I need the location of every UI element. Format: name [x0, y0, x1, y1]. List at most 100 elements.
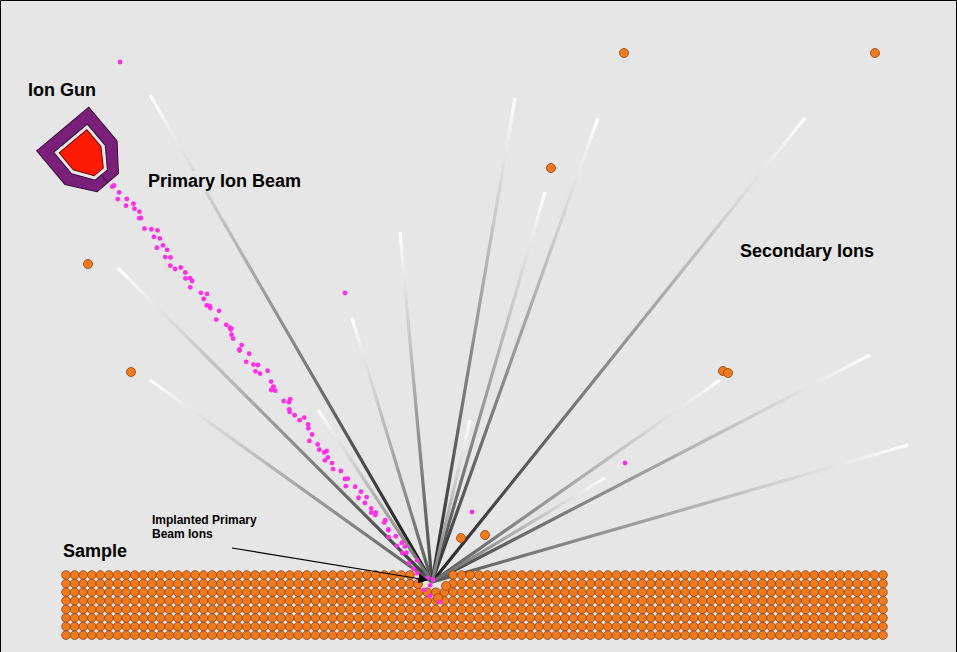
sample-atom: [801, 631, 810, 640]
sample-atom: [225, 614, 234, 623]
sample-atom: [156, 571, 165, 580]
sample-atom: [303, 631, 312, 640]
sample-atom: [122, 605, 131, 614]
sample-atom: [569, 614, 578, 623]
primary-ion: [208, 306, 213, 311]
sample-atom: [363, 622, 372, 631]
sample-atom: [285, 588, 294, 597]
sample-atom: [801, 597, 810, 606]
sample-atom: [260, 605, 269, 614]
primary-ion: [165, 247, 170, 252]
sample-atom: [217, 588, 226, 597]
sample-atom: [440, 622, 449, 631]
sample-atom: [767, 597, 776, 606]
sample-atom: [595, 605, 604, 614]
sample-atom: [681, 622, 690, 631]
primary-ion: [322, 450, 327, 455]
sample-atom: [285, 622, 294, 631]
sample-atom: [827, 571, 836, 580]
sample-atom: [131, 579, 140, 588]
primary-ion: [287, 400, 292, 405]
sputtered-atom: [414, 580, 423, 589]
primary-ion: [168, 255, 173, 260]
primary-ion: [623, 461, 628, 466]
sample-atom: [165, 579, 174, 588]
sample-atom: [337, 614, 346, 623]
sample-atom: [543, 579, 552, 588]
sample-atom: [724, 597, 733, 606]
sample-atom: [535, 588, 544, 597]
sample-atom: [741, 631, 750, 640]
sample-atom: [328, 588, 337, 597]
sample-atom: [586, 614, 595, 623]
sample-atom: [277, 614, 286, 623]
sample-atom: [131, 588, 140, 597]
sample-atom: [277, 588, 286, 597]
sample-atom: [862, 622, 871, 631]
sample-atom: [328, 631, 337, 640]
sample-atom: [569, 571, 578, 580]
sample-atom: [371, 579, 380, 588]
primary-ion: [404, 550, 409, 555]
sample-atom: [647, 622, 656, 631]
sample-atom: [397, 614, 406, 623]
sample-atom: [199, 605, 208, 614]
sample-atom: [294, 605, 303, 614]
sample-atom: [148, 631, 157, 640]
sample-atom: [664, 614, 673, 623]
sample-atom: [242, 571, 251, 580]
sample-atom: [879, 631, 888, 640]
sample-atom: [139, 588, 148, 597]
sample-atom: [432, 631, 441, 640]
sample-atom: [492, 631, 501, 640]
primary-ion: [422, 588, 427, 593]
sample-atom: [844, 631, 853, 640]
sample-atom: [535, 579, 544, 588]
sample-atom: [664, 579, 673, 588]
sample-atom: [105, 614, 114, 623]
sample-atom: [423, 631, 432, 640]
sample-atom: [836, 597, 845, 606]
sample-atom: [354, 622, 363, 631]
sample-atom: [638, 579, 647, 588]
primary-ion: [407, 561, 412, 566]
sample-atom: [363, 597, 372, 606]
sample-atom: [578, 571, 587, 580]
sputtered-atom: [442, 582, 451, 591]
sample-atom: [578, 579, 587, 588]
sample-atom: [251, 605, 260, 614]
primary-ion: [137, 209, 142, 214]
sample-atom: [156, 622, 165, 631]
sample-atom: [870, 614, 879, 623]
primary-ion: [297, 418, 302, 423]
sample-atom: [165, 622, 174, 631]
sample-atom: [535, 597, 544, 606]
sample-atom: [750, 588, 759, 597]
sample-atom: [741, 605, 750, 614]
sample-atom: [741, 597, 750, 606]
sample-atom: [621, 588, 630, 597]
primary-ion: [364, 495, 369, 500]
sample-atom: [681, 579, 690, 588]
sample-atom: [88, 579, 97, 588]
sample-atom: [758, 631, 767, 640]
sample-atom: [810, 571, 819, 580]
primary-ion: [178, 265, 183, 270]
sample-atom: [475, 571, 484, 580]
sample-atom: [569, 588, 578, 597]
sample-atom: [199, 597, 208, 606]
sample-atom: [182, 631, 191, 640]
sample-atom: [543, 622, 552, 631]
sample-atom: [733, 605, 742, 614]
sample-atom: [217, 614, 226, 623]
sample-atom: [79, 571, 88, 580]
sample-atom: [767, 631, 776, 640]
sample-atom: [225, 571, 234, 580]
sample-atom: [664, 631, 673, 640]
sample-atom: [234, 588, 243, 597]
sample-atom: [174, 571, 183, 580]
secondary-ion-ray: [150, 95, 432, 582]
sample-atom: [801, 588, 810, 597]
sample-atom: [672, 588, 681, 597]
sample-atom: [182, 588, 191, 597]
